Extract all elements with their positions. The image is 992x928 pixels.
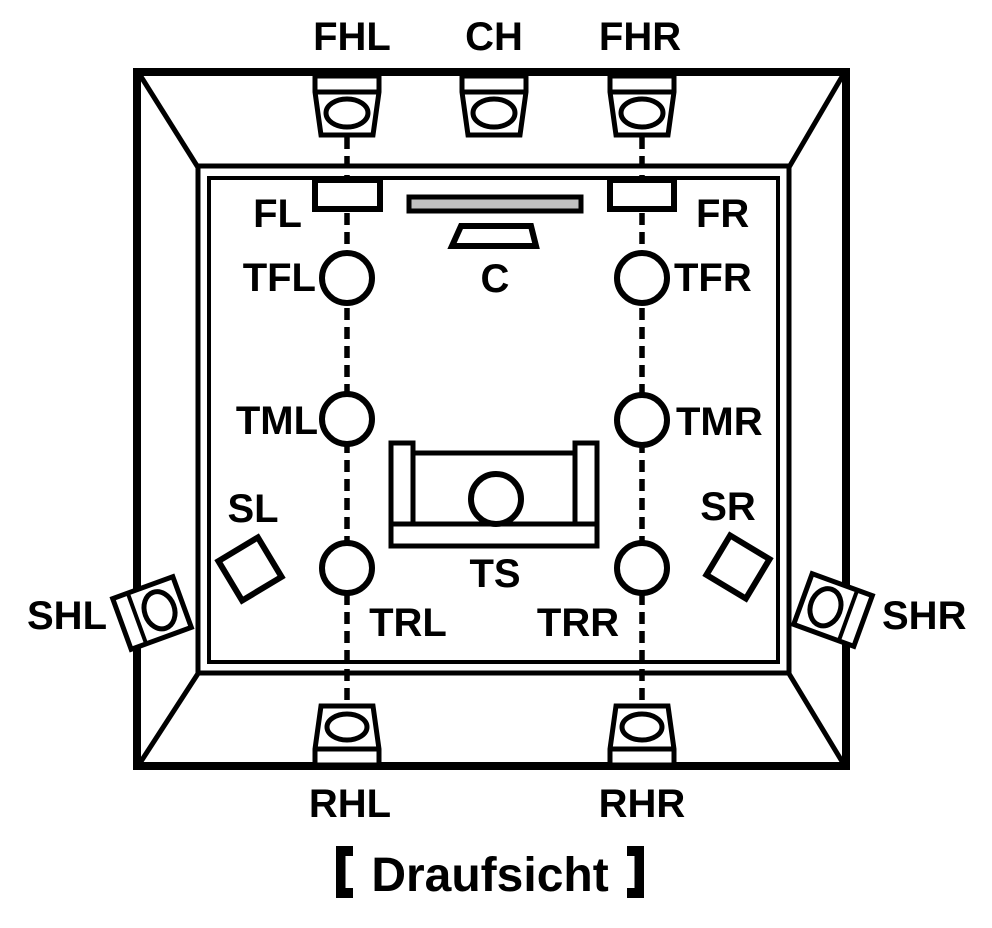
center-height-speaker-icon xyxy=(459,73,529,138)
label-shr: SHR xyxy=(882,594,967,638)
front-height-right-speaker-icon xyxy=(607,73,677,138)
speaker-driver-ellipse xyxy=(619,711,665,743)
surround-left-speaker-icon xyxy=(214,533,286,605)
label-tmr: TMR xyxy=(676,400,763,444)
top-surround-speaker-circle xyxy=(468,471,524,527)
front-left-speaker-box xyxy=(312,177,383,212)
speaker-body xyxy=(109,573,195,653)
top-rear-left-speaker-circle xyxy=(319,540,375,596)
corner-diagonal-bottom-left xyxy=(137,670,202,765)
speaker-divider-line xyxy=(125,592,149,645)
label-tfr: TFR xyxy=(674,256,752,300)
surround-height-right-speaker-icon xyxy=(790,570,876,650)
front-height-left-speaker-icon xyxy=(312,73,382,138)
speaker-driver-ellipse xyxy=(323,96,371,130)
sofa xyxy=(388,440,600,549)
top-front-right-speaker-circle xyxy=(614,250,670,306)
speaker-driver-ellipse xyxy=(618,96,666,130)
top-front-left-speaker-circle xyxy=(319,250,375,306)
label-trl: TRL xyxy=(369,601,447,645)
label-ts: TS xyxy=(469,552,520,596)
label-shl: SHL xyxy=(27,594,107,638)
outer-wall xyxy=(133,68,850,770)
top-rear-right-speaker-circle xyxy=(614,540,670,596)
inner-wall-inner-line xyxy=(207,176,780,664)
corner-diagonal-top-right xyxy=(785,73,846,171)
speaker-driver-ellipse xyxy=(470,96,518,130)
front-right-speaker-box xyxy=(607,177,677,212)
lenticular-bracket-right-icon xyxy=(627,846,644,898)
label-fhl: FHL xyxy=(313,15,391,59)
tv-screen xyxy=(406,194,584,214)
top-middle-left-speaker-circle xyxy=(319,391,375,447)
label-fhr: FHR xyxy=(599,15,681,59)
speaker-divider-line xyxy=(836,589,860,642)
label-c: C xyxy=(481,257,510,301)
caption: Draufsicht xyxy=(336,846,644,902)
speaker-driver-ellipse xyxy=(141,589,178,632)
corner-diagonal-top-left xyxy=(137,73,202,171)
label-fr: FR xyxy=(696,192,749,236)
inner-wall-outer-line xyxy=(195,163,792,676)
surround-height-left-speaker-icon xyxy=(109,573,195,653)
label-tml: TML xyxy=(236,399,318,443)
surround-right-speaker-icon xyxy=(702,531,774,603)
label-tfl: TFL xyxy=(243,256,316,300)
label-rhr: RHR xyxy=(599,782,686,826)
label-fl: FL xyxy=(253,192,302,236)
label-sl: SL xyxy=(227,487,278,531)
sofa-left-armrest xyxy=(388,440,416,527)
label-trr: TRR xyxy=(537,601,619,645)
speaker-body xyxy=(790,570,876,650)
rear-height-right-speaker-icon xyxy=(607,703,677,768)
sofa-seat-bar xyxy=(388,521,600,549)
lenticular-bracket-left-icon xyxy=(336,846,353,898)
speaker-driver-ellipse xyxy=(807,586,844,629)
speaker-body xyxy=(702,531,774,603)
corner-diagonal-bottom-right xyxy=(785,670,846,765)
label-ch: CH xyxy=(465,15,523,59)
speaker-driver-ellipse xyxy=(324,711,370,743)
label-rhl: RHL xyxy=(309,782,391,826)
center-speaker-trapezoid xyxy=(447,223,540,249)
speaker-body xyxy=(214,533,286,605)
sofa-right-armrest xyxy=(572,440,600,527)
rear-height-left-speaker-icon xyxy=(312,703,382,768)
top-middle-right-speaker-circle xyxy=(614,392,670,448)
label-sr: SR xyxy=(700,485,756,529)
caption-text: Draufsicht xyxy=(371,849,608,902)
